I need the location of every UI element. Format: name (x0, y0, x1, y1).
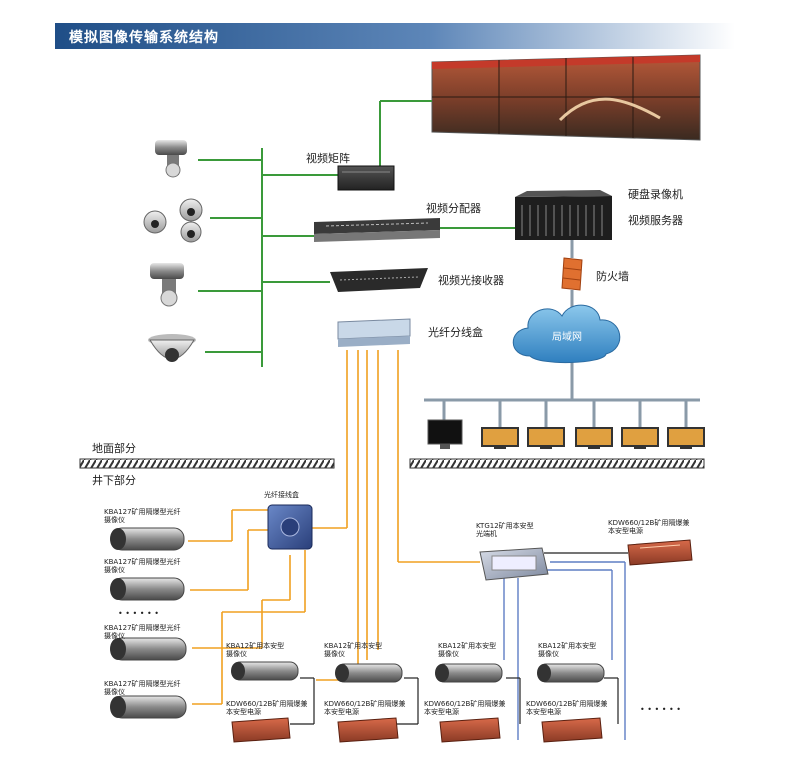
monitor-icon (527, 427, 565, 449)
label-kba12-2: KBA12矿用本安型摄像仪 (324, 641, 382, 658)
label-ktg-switch: KTG12矿用本安型光端机 (476, 521, 534, 538)
label-underground: 井下部分 (92, 473, 136, 487)
label-firewall: 防火墙 (596, 269, 629, 283)
label-kba127-c: KBA127矿用隔爆型光纤摄像仪 (104, 623, 181, 640)
dome-camera-icon (148, 334, 196, 362)
green-connections (198, 100, 515, 367)
label-ellipsis-right: • • • • • • (640, 705, 681, 714)
label-ellipsis-left: • • • • • • (118, 609, 159, 618)
optical-receiver-device (330, 268, 428, 292)
label-video-distributor: 视频分配器 (426, 201, 481, 215)
fiber-box-device (337, 318, 411, 347)
video-matrix-device (337, 165, 395, 191)
kba127-camera-icon (110, 637, 187, 661)
power-supply-unit (627, 539, 693, 566)
ptz-camera-icon (155, 140, 187, 178)
monitor-icon (621, 427, 659, 449)
label-kdw-top: KDW660/12B矿用隔爆兼本安型电源 (608, 518, 689, 535)
label-kba12-1: KBA12矿用本安型摄像仪 (226, 641, 284, 658)
camera-power-links (290, 677, 619, 725)
label-video-server: 视频服务器 (628, 213, 683, 227)
kba12-camera-icon (335, 663, 403, 683)
kba127-camera-icon (110, 577, 185, 601)
page-title: 模拟图像传输系统结构 (69, 30, 219, 46)
power-supply-unit (541, 717, 603, 743)
ground-divider (79, 458, 705, 469)
label-hdd-recorder: 硬盘录像机 (628, 187, 683, 201)
label-kba12-3: KBA12矿用本安型摄像仪 (438, 641, 496, 658)
fiber-junction-box (267, 504, 313, 550)
header-bar: 模拟图像传输系统结构 (55, 23, 735, 49)
label-video-matrix: 视频矩阵 (306, 151, 350, 165)
monitor-icon (427, 419, 463, 449)
hdd-recorder-device (515, 190, 612, 240)
label-fiber-junction: 光纤接线盒 (264, 490, 299, 499)
kba127-camera-icon (110, 695, 187, 719)
label-kdw-3: KDW660/12B矿用隔爆兼本安型电源 (424, 699, 505, 716)
video-wall (431, 54, 701, 141)
monitor-icon (575, 427, 613, 449)
label-kdw-4: KDW660/12B矿用隔爆兼本安型电源 (526, 699, 607, 716)
ktg-optical-switch (479, 547, 549, 581)
lan-cloud-icon (512, 304, 621, 363)
label-kba127-a: KBA127矿用隔爆型光纤摄像仪 (104, 507, 181, 524)
label-surface: 地面部分 (92, 441, 136, 455)
label-kba12-4: KBA12矿用本安型摄像仪 (538, 641, 596, 658)
video-distributor-device (314, 218, 440, 242)
kba127-camera-icon (110, 527, 185, 551)
kba12-camera-icon (435, 663, 503, 683)
firewall-icon (561, 257, 583, 291)
label-kba127-d: KBA127矿用隔爆型光纤摄像仪 (104, 679, 181, 696)
kba12-camera-icon (537, 663, 605, 683)
monitor-icon (667, 427, 705, 449)
label-lan: 局域网 (552, 330, 582, 343)
power-supply-unit (439, 717, 501, 743)
power-supply-unit (337, 717, 399, 743)
ktg-connections (503, 561, 626, 740)
power-supply-unit (231, 717, 291, 743)
fiber-connections (188, 350, 480, 705)
kba12-camera-icon (231, 661, 299, 681)
label-kdw-1: KDW660/12B矿用隔爆兼本安型电源 (226, 699, 307, 716)
label-kba127-b: KBA127矿用隔爆型光纤摄像仪 (104, 557, 181, 574)
ptz-camera-icon (150, 263, 184, 307)
label-fiber-box: 光纤分线盒 (428, 325, 483, 339)
monitor-icon (481, 427, 519, 449)
dome-camera-pair-icon (143, 198, 203, 243)
label-kdw-2: KDW660/12B矿用隔爆兼本安型电源 (324, 699, 405, 716)
label-optical-receiver: 视频光接收器 (438, 273, 504, 287)
